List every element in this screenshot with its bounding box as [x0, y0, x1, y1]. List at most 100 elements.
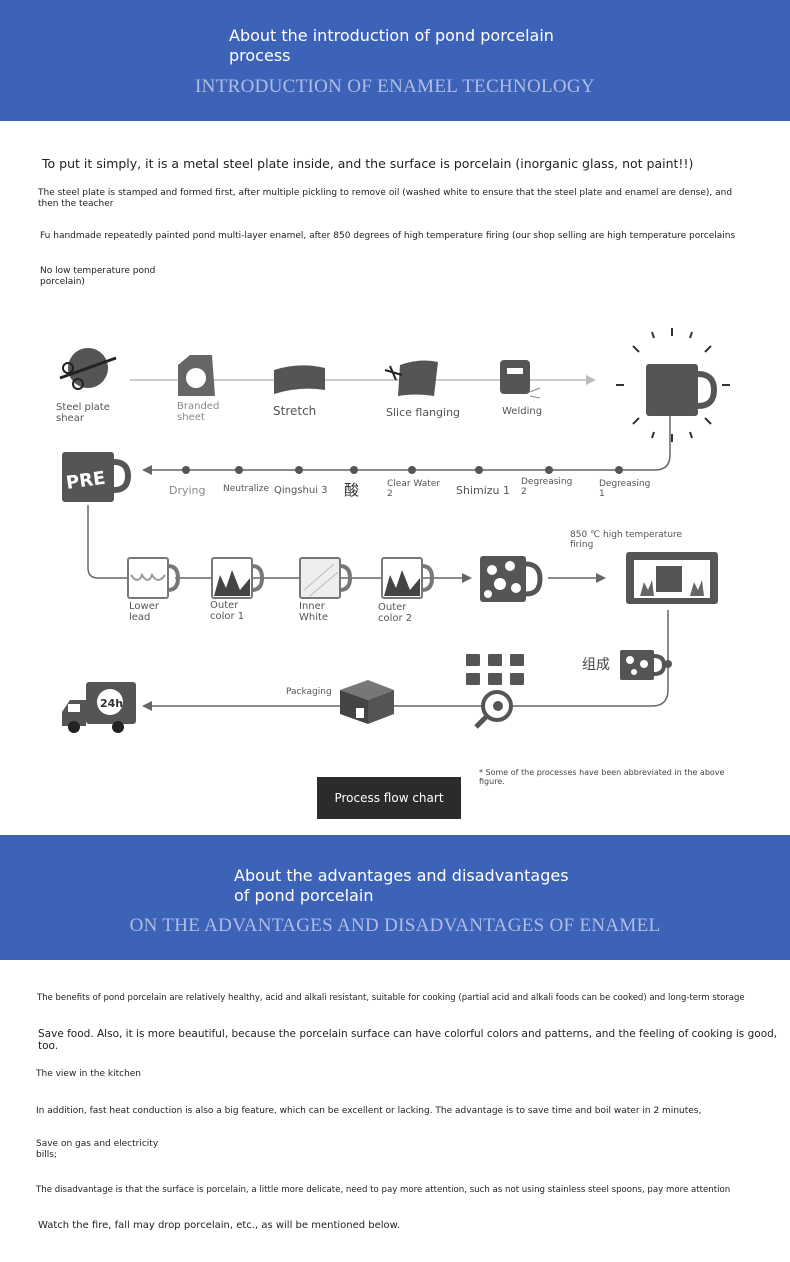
step-steel-plate-shear: Steel plate shear: [56, 402, 110, 424]
flow-line-curve2: [87, 505, 130, 579]
flow-node-dot: [408, 466, 416, 474]
arrow-row3a: [462, 573, 472, 583]
welding-icon: [500, 360, 541, 399]
step-outer-color-1: Outer color 1: [210, 600, 244, 622]
step-branded-sheet: Branded sheet: [177, 401, 219, 423]
flow-node-dot: [235, 466, 243, 474]
step-label-line1: Lower: [129, 601, 159, 612]
step-degreasing-1: Degreasing 1: [599, 479, 650, 499]
abbreviation-note: * Some of the processes have been abbrev…: [479, 768, 724, 786]
intro-paragraph-2: The steel plate is stamped and formed fi…: [38, 188, 758, 210]
package-box-icon: [340, 680, 394, 724]
step-welding: Welding: [502, 406, 543, 417]
step-label-line1: Clear Water: [387, 479, 441, 489]
step-inner-white: Inner White: [299, 601, 328, 623]
mug-flower-icon: [480, 556, 543, 602]
step-label-line2: color 2: [378, 613, 413, 624]
step-label-line1: Steel plate: [56, 402, 110, 413]
mug-lower-lead-icon: [127, 557, 181, 599]
step-label-line1: Degreasing: [599, 479, 651, 489]
step-label-line2: color 1: [210, 611, 245, 622]
mug-inner-white-icon: [299, 557, 353, 599]
truck-24h-label: 24h: [100, 697, 123, 710]
flow-node-dot: [475, 466, 483, 474]
step-clear-water-2: Clear Water 2: [387, 479, 440, 499]
title-line-2: of pond porcelain: [234, 886, 374, 905]
delivery-truck-icon: 24h: [62, 682, 136, 733]
process-flow-chart-button: Process flow chart: [317, 777, 461, 819]
step-label-line1: 850 ℃ high temperature: [570, 530, 683, 540]
advantages-l5-line1: Save on gas and electricity: [36, 1139, 159, 1149]
section-subtitle-process: INTRODUCTION OF ENAMEL TECHNOLOGY: [195, 76, 595, 97]
advantages-line-1: The benefits of pond porcelain are relat…: [37, 993, 745, 1003]
step-label-line2: sheet: [177, 412, 205, 423]
advantages-line-4: In addition, fast heat conduction is als…: [36, 1106, 702, 1116]
flow-node-dot: [350, 466, 358, 474]
section-subtitle-advantages: ON THE ADVANTAGES AND DISADVANTAGES OF E…: [129, 915, 661, 936]
scissors-icon: [59, 348, 117, 390]
stretch-icon: [274, 365, 325, 394]
magnifier-icon: [474, 690, 513, 729]
step-neutralize: Neutralize: [223, 484, 269, 494]
section-header-advantages: About the advantages and disadvantages o…: [0, 835, 790, 960]
process-flow-diagram: PRE: [59, 328, 730, 733]
advantages-line-2: Save food. Also, it is more beautiful, b…: [38, 1028, 778, 1052]
advantages-l5-line2: bills;: [36, 1150, 57, 1160]
step-label-line2: shear: [56, 413, 84, 424]
flow-node-dot: [182, 466, 190, 474]
step-label-line2: 2: [521, 487, 527, 497]
note-line2: figure.: [479, 777, 505, 786]
step-label-line2: White: [299, 612, 329, 623]
flow-line-curve1: [150, 415, 671, 471]
flow-node-dot: [295, 466, 303, 474]
intro-p2-line2: then the teacher: [38, 199, 114, 209]
step-shimizu-1: Shimizu 1: [456, 484, 511, 497]
section-title-process: About the introduction of pond porcelain…: [229, 26, 554, 66]
step-label-line1: Branded: [177, 401, 220, 412]
intro-paragraph-4: No low temperature pond porcelain): [40, 266, 155, 288]
section-title-advantages: About the advantages and disadvantages o…: [234, 866, 569, 906]
mini-mugs-grid-icon: [466, 654, 524, 685]
step-high-temperature-firing: 850 ℃ high temperature firing: [570, 530, 682, 550]
mug-outer-color-2-icon: [381, 557, 435, 599]
step-label-line2: lead: [129, 612, 151, 623]
intro-p4-line1: No low temperature pond: [40, 266, 156, 276]
step-acid: 酸: [344, 481, 360, 499]
branded-sheet-icon: [178, 355, 215, 396]
title-line-1: About the advantages and disadvantages: [234, 866, 569, 885]
mug-outer-color-1-icon: [211, 557, 265, 599]
intro-paragraph-3: Fu handmade repeatedly painted pond mult…: [40, 231, 736, 241]
note-line1: * Some of the processes have been abbrev…: [479, 768, 725, 777]
step-qingshui-3: Qingshui 3: [274, 485, 328, 496]
flow-line-curve3: [150, 610, 669, 707]
flow-node-dot: [545, 466, 553, 474]
arrow-row4: [142, 701, 152, 711]
step-label-line1: Outer: [378, 602, 407, 613]
step-drying: Drying: [169, 484, 206, 497]
step-label-line1: Outer: [210, 600, 239, 611]
intro-paragraph-1: To put it simply, it is a metal steel pl…: [42, 156, 694, 171]
intro-p4-line2: porcelain): [40, 277, 85, 287]
mug-assembled-icon: [620, 650, 667, 680]
flow-node-dot: [615, 466, 623, 474]
assemble-node-dot: [664, 660, 672, 668]
step-label-line1: Inner: [299, 601, 325, 612]
step-lower-lead: Lower lead: [129, 601, 159, 623]
section-header-process: About the introduction of pond porcelain…: [0, 0, 790, 121]
step-degreasing-2: Degreasing 2: [521, 477, 572, 497]
step-outer-color-2: Outer color 2: [378, 602, 412, 624]
slice-flanging-icon: [384, 360, 438, 396]
mug-shell-icon: [616, 328, 730, 442]
advantages-line-7: Watch the fire, fall may drop porcelain,…: [38, 1220, 401, 1231]
arrow-row3b: [596, 573, 606, 583]
step-assemble: 组成: [582, 657, 610, 673]
step-label-line1: Degreasing: [521, 477, 573, 487]
advantages-line-6: The disadvantage is that the surface is …: [36, 1185, 731, 1195]
title-line-1: About the introduction of pond porcelain: [229, 26, 554, 45]
title-line-2: process: [229, 46, 291, 65]
step-packaging: Packaging: [286, 687, 332, 697]
arrow-row1: [586, 375, 596, 385]
step-stretch: Stretch: [273, 404, 317, 418]
step-label-line2: 2: [387, 489, 393, 499]
step-label-line2: 1: [599, 489, 605, 499]
